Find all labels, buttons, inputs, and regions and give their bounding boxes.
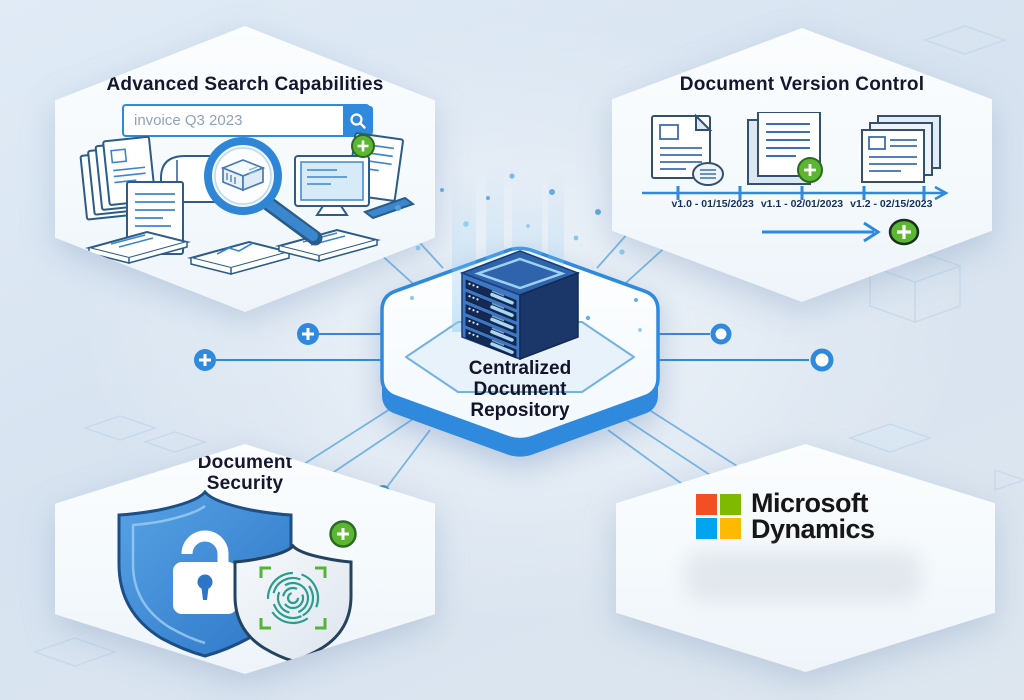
watermark-blur: [684, 550, 922, 602]
version-label: v1.1 - 02/01/2023: [760, 198, 844, 210]
versions-panel-title: Document Version Control: [679, 74, 925, 95]
document-icon: [651, 113, 724, 186]
document-icon: [747, 112, 823, 185]
version-labels: v1.0 - 01/15/2023 v1.1 - 02/01/2023 v1.2…: [630, 198, 974, 210]
version-label: v1.0 - 01/15/2023: [671, 198, 754, 210]
search-documents-illustration: [79, 132, 416, 275]
security-illustration: [117, 490, 357, 663]
version-timeline: [642, 185, 949, 201]
center-title: Centralized Document Repository: [468, 358, 572, 421]
document-stack-icon: [861, 115, 941, 183]
version-documents-illustration: [651, 112, 941, 186]
security-panel-title: Document Security: [197, 452, 293, 494]
panel-integration: Microsoft Dynamics: [616, 444, 995, 672]
search-icon: [350, 112, 366, 129]
search-panel-title: Advanced Search Capabilities: [106, 74, 384, 95]
plus-node-icon: [297, 323, 319, 345]
search-bar: [122, 104, 373, 137]
version-label: v1.2 - 02/15/2023: [850, 198, 933, 210]
panel-versions: Document Version Control: [612, 28, 992, 302]
plus-badge-icon: [888, 218, 920, 246]
brand-name: Microsoft Dynamics: [751, 488, 875, 544]
plus-node-icon: [194, 349, 216, 371]
plus-badge-icon: [351, 134, 375, 158]
panel-security: Document Security: [55, 444, 435, 674]
ring-node-icon: [810, 348, 834, 372]
server-icon: [459, 250, 581, 361]
plus-badge-icon: [797, 157, 823, 183]
panel-search: Advanced Search Capabilities: [55, 26, 435, 312]
search-button[interactable]: [343, 106, 373, 135]
magnifying-glass-icon: [204, 137, 323, 246]
ring-node-icon: [710, 323, 732, 345]
microsoft-logo-icon: [696, 493, 741, 539]
arrow-right-icon: [863, 221, 881, 243]
microsoft-dynamics-logo: Microsoft Dynamics: [696, 488, 875, 544]
plus-badge-icon: [329, 520, 357, 548]
fingerprint-shield-icon: [233, 543, 353, 663]
search-input[interactable]: [124, 112, 343, 129]
new-version-arrow: [762, 218, 920, 246]
